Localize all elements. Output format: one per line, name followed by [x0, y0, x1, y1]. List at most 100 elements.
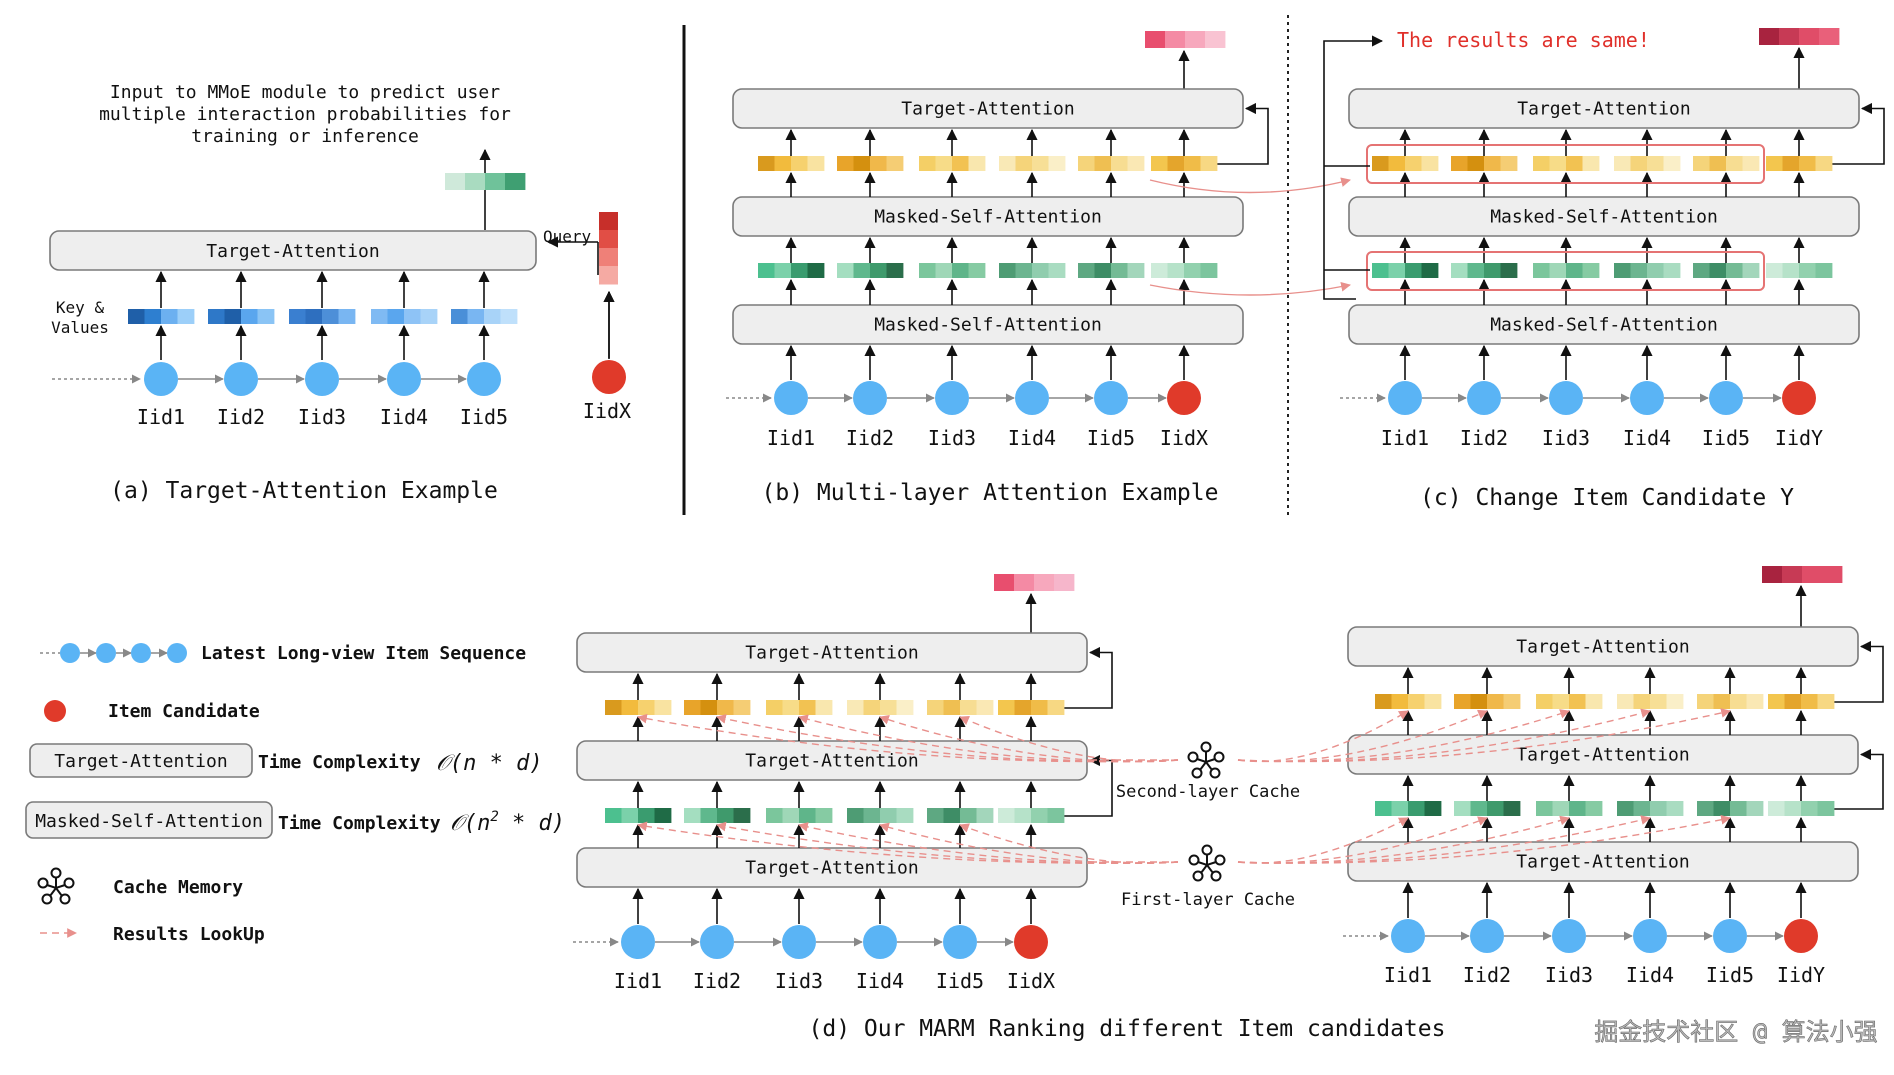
- first-layer-cache: First-layer Cache: [1121, 844, 1295, 910]
- panel-a-kv-vector: [128, 309, 195, 324]
- panel-d-right-mid-label: Target-Attention: [1516, 745, 1689, 766]
- panel-a-item-label: Iid4: [380, 405, 428, 429]
- legend-candidate-node: [44, 700, 66, 722]
- legend-sequence-node: [60, 643, 80, 663]
- panel-c-bottom-block: [1348, 304, 1860, 345]
- legend-ta-complexity-formula: 𝒪(n * d): [436, 751, 543, 776]
- panel-c-output-vector: [1759, 28, 1840, 45]
- panel-d-right-item-label: Iid1: [1384, 963, 1432, 987]
- panel-c-layer1-vector: [1451, 263, 1518, 278]
- panel-b-mid-label: Masked-Self-Attention: [874, 207, 1102, 228]
- panel-c-cached-layer1-highlight: [1366, 251, 1765, 291]
- panel-d-right-item-label: Iid4: [1626, 963, 1674, 987]
- panel-d-left-output-vector: [994, 574, 1075, 591]
- panel-d-left-layer1-vector: [684, 808, 751, 823]
- panel-d-left-layer1-vector: [847, 808, 914, 823]
- panel-c-layer2-vector: [1693, 156, 1760, 171]
- panel-a-item-node: [387, 362, 421, 396]
- cache-lookup-arrow: [959, 823, 1179, 864]
- panel-c-layer2-vector: [1451, 156, 1518, 171]
- panel-c-cached-layer2-highlight: [1366, 144, 1765, 184]
- panel-d-left-item-node: [863, 925, 897, 959]
- panel-b-item-label: Iid3: [928, 426, 976, 450]
- panel-c-layer1-vector: [1372, 263, 1439, 278]
- panel-c-item-label: Iid3: [1542, 426, 1590, 450]
- panel-d-left-item-node: [943, 925, 977, 959]
- panel-d-left-item-label: Iid3: [775, 969, 823, 993]
- panel-a-item-node: [305, 362, 339, 396]
- second-layer-cache-label: Second-layer Cache: [1116, 782, 1300, 802]
- panel-c-layer2-vector: [1372, 156, 1439, 171]
- panel-d-left-layer2-vector: [847, 700, 914, 715]
- legend-ta-complexity-label: Time Complexity: [258, 752, 421, 773]
- panel-d-right-layer1-vector: [1617, 801, 1684, 816]
- query-label: Query: [543, 227, 592, 246]
- panel-b-item-node: [774, 381, 808, 415]
- panel-c: Target-AttentionMasked-Self-AttentionMas…: [1340, 28, 1885, 511]
- panel-d-left-layer2-vector: [605, 700, 672, 715]
- panel-a-kv-vector: [289, 309, 356, 324]
- panel-c-mid-block: [1348, 196, 1860, 237]
- legend-ta-box-label: Target-Attention: [54, 751, 227, 772]
- panel-d-right-layer1-vector: [1697, 801, 1764, 816]
- legend-candidate-label: Item Candidate: [108, 701, 260, 722]
- panel-a-item-node: [467, 362, 501, 396]
- panel-c-candidate-label: IidY: [1775, 426, 1823, 450]
- panel-b-layer2-vector: [1151, 156, 1218, 171]
- second-layer-cache-icon: [1187, 741, 1225, 779]
- panel-d-right-item-node: [1633, 919, 1667, 953]
- panel-b-item-node: [1015, 381, 1049, 415]
- lookup-arrow-layer1: [1149, 281, 1351, 296]
- panel-b-layer1-vector: [837, 263, 904, 278]
- panel-d-left-layer2-vector: [998, 700, 1065, 715]
- panel-c-candidate-node: [1782, 381, 1816, 415]
- key-values-text: Key &Values: [51, 298, 109, 337]
- legend-mhsa-box-label: Masked-Self-Attention: [35, 811, 263, 832]
- panel-d-right-item-node: [1552, 919, 1586, 953]
- panel-d-caption: (d) Our MARM Ranking different Item cand…: [809, 1016, 1446, 1042]
- panel-d-left-layer1-vector: [927, 808, 994, 823]
- panel-b-item-label: Iid4: [1008, 426, 1056, 450]
- cache-lookup-arrow: [798, 714, 1179, 763]
- panel-c-caption: (c) Change Item Candidate Y: [1420, 485, 1794, 511]
- panel-a-kv-vector: [371, 309, 438, 324]
- panel-c-bottom-label: Masked-Self-Attention: [1490, 315, 1718, 336]
- panel-d-left-bottom-label: Target-Attention: [745, 858, 918, 879]
- cache-lookup-arrow: [716, 714, 1179, 763]
- panel-c-layer1-vector: [1533, 263, 1600, 278]
- panel-c-layer1-vector: [1614, 263, 1681, 278]
- panel-a-caption: (a) Target-Attention Example: [110, 478, 498, 504]
- query-vector: [599, 212, 618, 285]
- panel-d-right-candidate-node: [1784, 919, 1818, 953]
- panel-c-layer2-vector: [1766, 156, 1833, 171]
- panel-d-left-top-block: [576, 632, 1088, 673]
- panel-a-kv-vector: [208, 309, 275, 324]
- panel-d-right-layer1-vector: [1536, 801, 1603, 816]
- panel-d-left-item-label: Iid5: [936, 969, 984, 993]
- panel-d-left-item-label: Iid2: [693, 969, 741, 993]
- legend-sequence-node: [167, 643, 187, 663]
- panel-a-item-node: [144, 362, 178, 396]
- panel-d-left-layer2-vector: [766, 700, 833, 715]
- panel-d-right-layer2-vector: [1768, 694, 1835, 709]
- panel-b-caption: (b) Multi-layer Attention Example: [762, 480, 1219, 506]
- panel-a-item-node: [224, 362, 258, 396]
- panel-d-left-layer1-vector: [766, 808, 833, 823]
- panel-b-candidate-node: [1167, 381, 1201, 415]
- cache-lookup-arrow: [637, 821, 1179, 864]
- panel-b-item-node: [935, 381, 969, 415]
- second-layer-cache: Second-layer Cache: [1116, 741, 1300, 802]
- panel-c-item-label: Iid5: [1702, 426, 1750, 450]
- cache-lookup-arrow: [798, 822, 1179, 864]
- legend-sequence-label: Latest Long-view Item Sequence: [201, 643, 526, 664]
- panel-d-right-top-label: Target-Attention: [1516, 637, 1689, 658]
- panel-b-candidate-label: IidX: [1160, 426, 1208, 450]
- first-layer-cache-icon: [1188, 844, 1226, 882]
- cache-lookup-arrow: [959, 715, 1179, 763]
- legend-sequence-node: [131, 643, 151, 663]
- panel-b-layer1-vector: [999, 263, 1066, 278]
- cache-lookup-arrow: [1237, 708, 1731, 763]
- panel-d-right-candidate-label: IidY: [1777, 963, 1825, 987]
